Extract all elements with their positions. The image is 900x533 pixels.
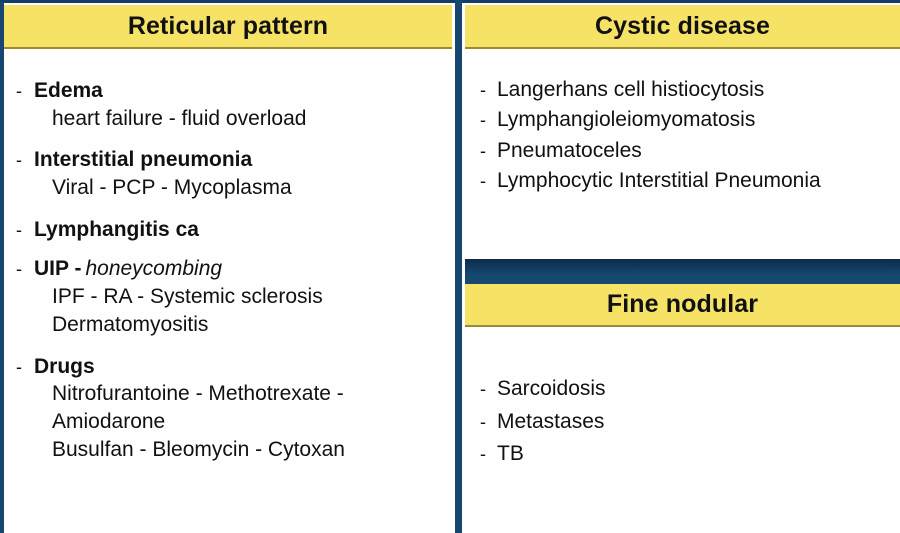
reticular-group-detail-line: Dermatomyositis — [52, 312, 209, 336]
cystic-disease-item-label: Lymphocytic Interstitial Pneumonia — [497, 169, 821, 193]
fine-nodular-item-label: TB — [497, 442, 524, 466]
reticular-group-title: Interstitial pneumonia — [34, 148, 253, 172]
reticular-group-title: Edema — [34, 79, 103, 102]
cystic-disease-item: -Pneumatoceles — [480, 136, 892, 166]
reticular-group-title-emphasis: honeycombing — [85, 257, 223, 281]
reticular-group-heading: -Drugs — [16, 355, 445, 379]
fine-nodular-body: -Sarcoidosis-Metastases-TB — [462, 327, 900, 533]
bullet-dash-icon: - — [480, 171, 486, 192]
reticular-group-detail-lines: heart failure - fluid overload — [52, 105, 445, 133]
cystic-disease-body: -Langerhans cell histiocytosis-Lymphangi… — [462, 49, 900, 260]
column-divider — [455, 0, 462, 533]
reticular-group-detail-line: Busulfan - Bleomycin - Cytoxan — [52, 438, 345, 462]
reticular-group-detail-line: Amiodarone — [52, 410, 166, 434]
fine-nodular-item: -Metastases — [480, 406, 892, 439]
fine-nodular-item-label: Metastases — [497, 409, 605, 433]
reticular-group-heading: -UIP -honeycombing — [16, 257, 445, 281]
reticular-group-detail-lines: Viral - PCP - Mycoplasma — [52, 174, 445, 202]
reticular-group: -Lymphangitis ca — [16, 218, 445, 242]
cystic-disease-item: -Lymphocytic Interstitial Pneumonia — [480, 166, 892, 196]
reticular-group-detail-line: IPF - RA - Systemic sclerosis — [52, 284, 323, 308]
reticular-group-title: UIP - — [34, 257, 82, 281]
bullet-dash-icon: - — [16, 259, 22, 280]
reticular-group-title: Drugs — [34, 354, 95, 378]
right-column: Cystic disease -Langerhans cell histiocy… — [462, 0, 900, 533]
fine-nodular-item: -Sarcoidosis — [480, 373, 892, 406]
reticular-group-detail-line: Nitrofurantoine - Methotrexate - — [52, 382, 344, 406]
bullet-dash-icon: - — [16, 356, 22, 377]
cystic-disease-item: -Lymphangioleiomyomatosis — [480, 105, 892, 135]
cystic-disease-item-list: -Langerhans cell histiocytosis-Lymphangi… — [480, 75, 892, 197]
bullet-dash-icon: - — [16, 219, 22, 240]
reticular-group-title: Lymphangitis ca — [34, 217, 199, 241]
cystic-disease-item-label: Langerhans cell histiocytosis — [497, 78, 765, 101]
fine-nodular-header: Fine nodular — [465, 284, 900, 328]
bullet-dash-icon: - — [16, 150, 22, 171]
bullet-dash-icon: - — [480, 444, 486, 465]
reticular-group-detail-line: heart failure - fluid overload — [52, 106, 307, 130]
cystic-disease-item-label: Pneumatoceles — [497, 138, 642, 162]
bullet-dash-icon: - — [480, 411, 486, 432]
fine-nodular-item-label: Sarcoidosis — [497, 377, 606, 401]
panel-separator-band — [465, 259, 900, 285]
reticular-group-detail-line: Viral - PCP - Mycoplasma — [52, 175, 292, 199]
cystic-disease-item-label: Lymphangioleiomyomatosis — [497, 108, 756, 132]
reticular-group-detail-lines: Nitrofurantoine - Methotrexate - Amiodaro… — [52, 380, 445, 464]
bullet-dash-icon: - — [16, 81, 22, 101]
reticular-group-heading: -Edema — [16, 79, 445, 103]
reticular-group-heading: -Lymphangitis ca — [16, 218, 445, 242]
reticular-group: -Edema heart failure - fluid overload — [16, 79, 445, 132]
reticular-group-heading: -Interstitial pneumonia — [16, 148, 445, 172]
fine-nodular-item: -TB — [480, 438, 892, 471]
fine-nodular-item-list: -Sarcoidosis-Metastases-TB — [480, 373, 892, 471]
bullet-dash-icon: - — [480, 110, 486, 131]
bullet-dash-icon: - — [480, 80, 486, 100]
cystic-disease-item: -Langerhans cell histiocytosis — [480, 75, 892, 105]
cystic-disease-header: Cystic disease — [465, 5, 900, 49]
bullet-dash-icon: - — [480, 379, 486, 400]
reticular-pattern-header: Reticular pattern — [4, 5, 452, 49]
bullet-dash-icon: - — [480, 140, 486, 161]
